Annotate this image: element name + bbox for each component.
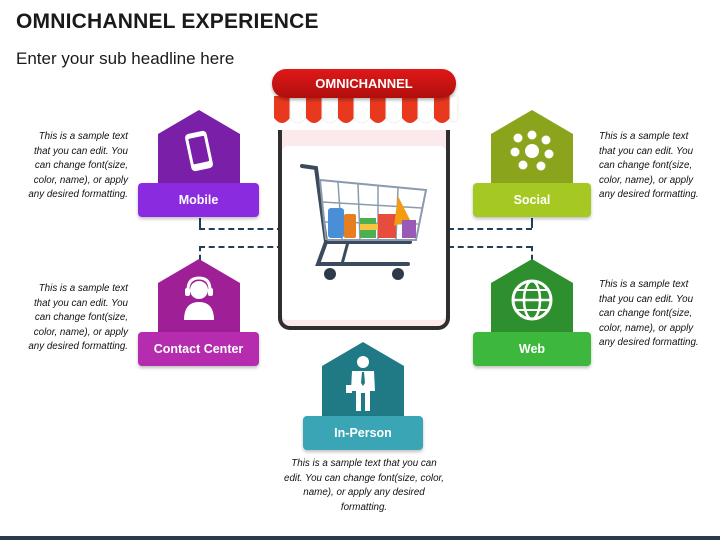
connector-contact-vertical xyxy=(199,246,201,260)
web-description: This is a sample text that you can edit.… xyxy=(599,279,699,348)
connector-web-vertical xyxy=(531,246,533,260)
mobile-label: Mobile xyxy=(138,183,259,217)
shopping-cart-icon xyxy=(300,164,428,280)
connector-contact xyxy=(199,246,283,248)
contact-center-label: Contact Center xyxy=(138,332,259,366)
web-label: Web xyxy=(473,332,591,366)
bottom-bar xyxy=(0,536,720,540)
page-title: OMNICHANNEL EXPERIENCE xyxy=(16,10,319,33)
connector-social xyxy=(448,228,532,230)
globe-icon xyxy=(511,279,553,321)
social-network-icon xyxy=(510,130,554,171)
smartphone-icon xyxy=(185,130,213,172)
social-label: Social xyxy=(473,183,591,217)
in-person-label: In-Person xyxy=(303,416,423,450)
mobile-description: This is a sample text that you can edit.… xyxy=(28,131,128,200)
connector-social-vertical xyxy=(531,218,533,228)
social-description: This is a sample text that you can edit.… xyxy=(599,131,699,200)
headset-agent-icon xyxy=(184,276,214,320)
businessman-icon xyxy=(346,356,375,411)
page-subtitle: Enter your sub headline here xyxy=(16,49,235,68)
connector-web xyxy=(448,246,532,248)
omnichannel-banner: OMNICHANNEL xyxy=(272,69,456,98)
connector-mobile-vertical xyxy=(199,218,201,228)
in-person-description: This is a sample text that you can edit.… xyxy=(284,458,444,513)
connector-mobile xyxy=(199,228,283,230)
contact-center-description: This is a sample text that you can edit.… xyxy=(28,283,128,352)
